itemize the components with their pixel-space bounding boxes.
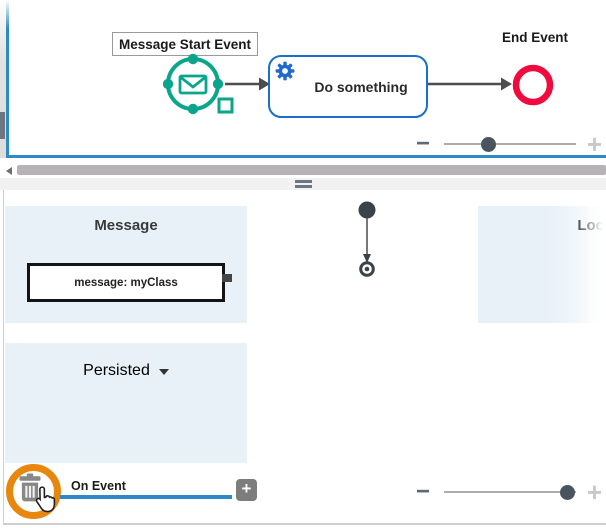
zoom-slider-handle[interactable] (480, 136, 496, 152)
section-persisted-title: Persisted (83, 362, 150, 379)
trash-icon (19, 473, 41, 502)
tab-on-event[interactable]: On Event (71, 479, 126, 493)
active-tab-indicator (60, 495, 232, 499)
gear-icon (275, 61, 295, 81)
zoom-out-button[interactable]: − (416, 478, 431, 505)
event-connector-glyph (358, 201, 376, 277)
message-start-event-node[interactable] (158, 49, 242, 119)
canvas-zoom-control: − + (416, 131, 602, 157)
section-local-title: Loc (577, 217, 604, 234)
sequence-flow-arrow[interactable] (225, 74, 271, 94)
horizontal-scrollbar-thumb[interactable] (17, 165, 606, 175)
variable-chip-message[interactable]: message: myClass (27, 263, 232, 302)
scroll-left-arrow-icon[interactable] (6, 167, 12, 175)
variables-panel: Message message: myClass Loc Persisted (0, 190, 606, 528)
end-event-label: End Event (501, 30, 568, 45)
diagram-canvas[interactable]: Message Start Event (0, 0, 606, 158)
sequence-flow-arrow[interactable] (428, 74, 513, 94)
vertical-scrollbar-thumb[interactable] (0, 112, 5, 139)
panel-border (3, 523, 606, 525)
zoom-in-button[interactable]: + (586, 477, 602, 507)
end-event-node[interactable] (511, 63, 555, 107)
section-persisted-header[interactable]: Persisted (5, 343, 247, 380)
annotation-highlight-ring (6, 464, 61, 519)
variable-chip-label: message: myClass (74, 276, 178, 289)
section-message: Message message: myClass (5, 206, 247, 323)
task-label: Do something (314, 78, 408, 95)
task-node-do-something[interactable]: Do something (268, 55, 428, 118)
start-event-label[interactable]: Message Start Event (112, 32, 258, 56)
zoom-slider-track[interactable] (444, 136, 576, 152)
hand-cursor-icon (34, 486, 57, 513)
panel-splitter-handle[interactable] (0, 178, 606, 190)
resize-handle-square (217, 97, 234, 114)
canvas-left-gutter (0, 0, 6, 158)
connector-handle[interactable] (222, 274, 232, 282)
panel-zoom-control: − + (416, 479, 602, 505)
add-event-button[interactable]: + (236, 479, 257, 501)
zoom-out-button[interactable]: − (416, 130, 431, 157)
envelope-icon (178, 74, 208, 95)
canvas-border (6, 0, 9, 158)
selection-handle-dots (162, 53, 224, 115)
chevron-down-icon (158, 369, 169, 375)
splitter-grip-icon (294, 185, 312, 188)
zoom-in-button[interactable]: + (586, 129, 602, 159)
panel-border (3, 190, 4, 524)
section-persisted: Persisted (5, 343, 247, 463)
splitter-grip-icon (294, 180, 312, 183)
zoom-slider-track[interactable] (444, 484, 576, 500)
section-local: Loc (478, 206, 606, 323)
canvas-border (6, 155, 606, 158)
delete-button[interactable] (17, 473, 43, 503)
section-message-title: Message (94, 217, 158, 234)
zoom-slider-handle[interactable] (559, 484, 575, 500)
horizontal-scrollbar[interactable] (0, 164, 606, 178)
